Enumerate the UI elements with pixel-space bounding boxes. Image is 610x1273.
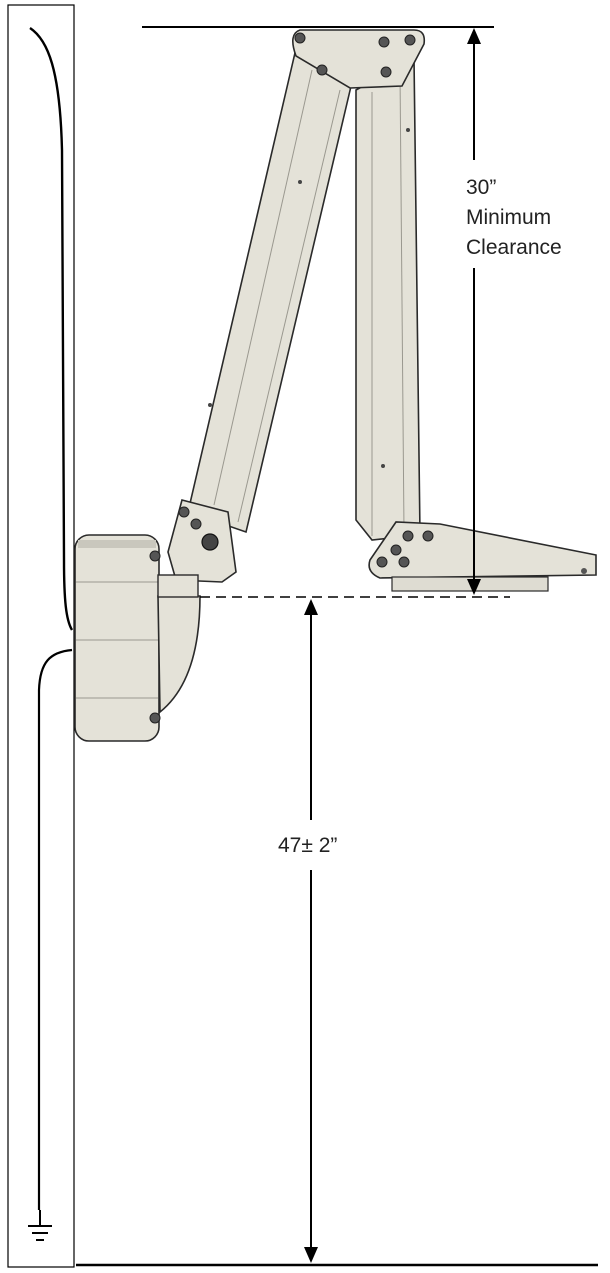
wall <box>7 4 75 1268</box>
wall-mount-box <box>74 534 201 742</box>
rear-arm <box>355 56 421 541</box>
keyboard-tray <box>368 521 597 592</box>
top-hinge-bracket <box>292 29 426 89</box>
lower-dimension-arrow <box>304 599 318 1263</box>
upper-dimension-label-line1: 30” <box>466 176 496 199</box>
upper-arm <box>187 38 353 534</box>
upper-dimension-label-line2: Minimum <box>466 206 551 229</box>
elbow-joint <box>167 499 237 583</box>
power-cable-upper <box>29 27 74 631</box>
upper-dimension-arrow <box>467 28 481 595</box>
lower-dimension-label: 47± 2” <box>278 834 337 857</box>
power-cable-lower <box>37 648 73 1210</box>
ground-symbol-icon <box>28 1210 52 1241</box>
upper-dimension-label-line3: Clearance <box>466 236 562 259</box>
